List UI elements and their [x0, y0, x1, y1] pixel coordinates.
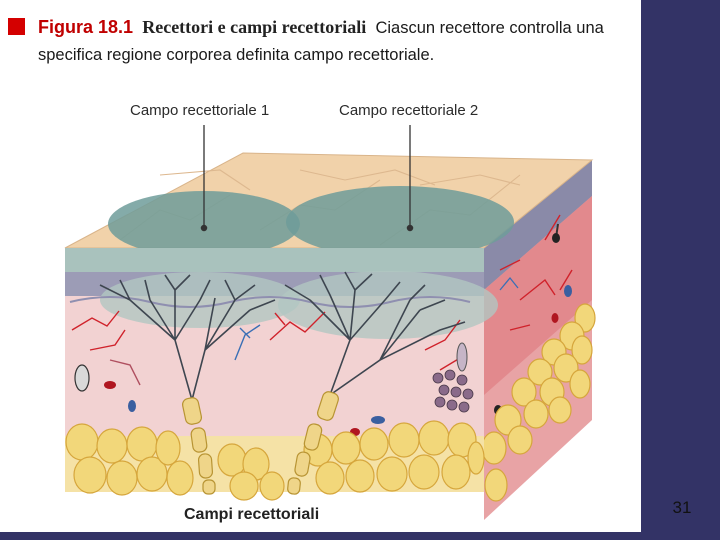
label-receptive-field-1: Campo recettoriale 1 — [130, 102, 269, 119]
label-receptive-fields: Campi recettoriali — [184, 506, 319, 524]
skin-block-illustration — [0, 0, 641, 532]
skin-block-front-face — [65, 248, 498, 446]
slide-number: 31 — [662, 498, 702, 518]
label-receptive-field-2: Campo recettoriale 2 — [339, 102, 478, 119]
slide-bottom-bar — [0, 532, 720, 540]
slide-sidebar — [641, 0, 720, 540]
receptive-field-2 — [286, 186, 514, 258]
